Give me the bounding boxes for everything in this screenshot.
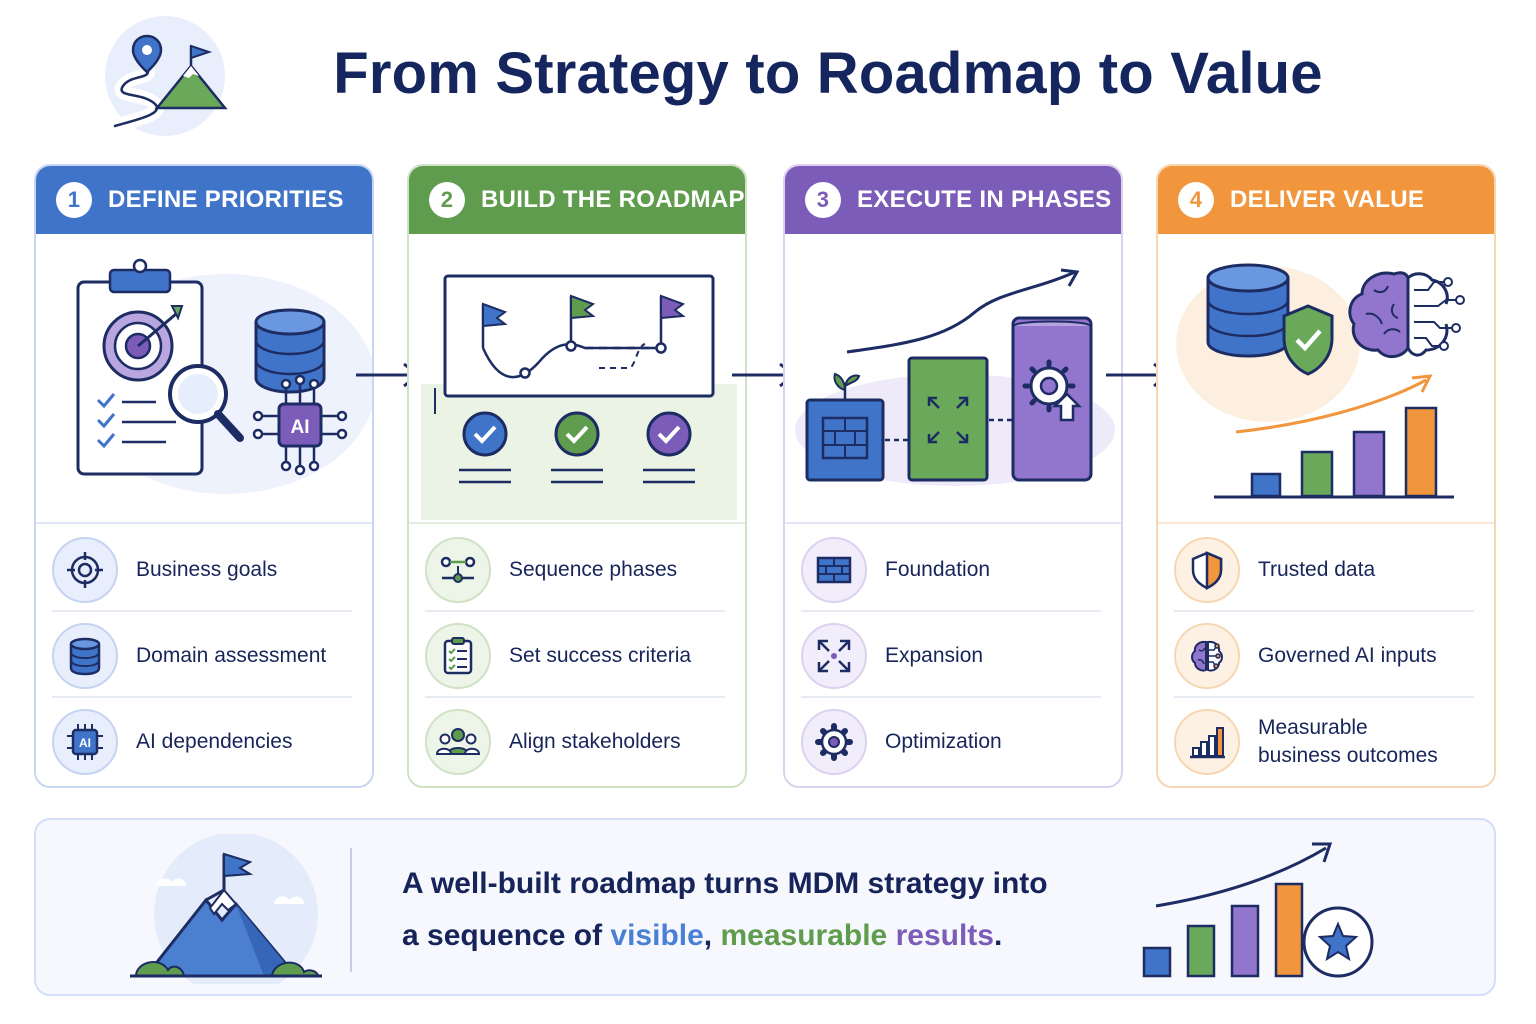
item-label: Align stakeholders xyxy=(509,730,681,753)
item-label: Set success criteria xyxy=(509,644,692,667)
ai-chip-icon: AI xyxy=(52,709,118,775)
list-item: AI AI dependencies xyxy=(52,702,352,782)
priorities-illustration: AI xyxy=(76,258,372,494)
chip-label: AI xyxy=(291,417,310,438)
stakeholders-icon xyxy=(425,709,491,775)
item-label: Sequence phases xyxy=(509,558,678,581)
brick-icon xyxy=(801,537,867,603)
item-list: Trusted data Governed AI inputs Measurab… xyxy=(1174,530,1474,786)
bar-chart-icon xyxy=(1174,709,1240,775)
summary-line-2: a sequence of visible, measurable result… xyxy=(402,910,1048,962)
summary-panel: A well-built roadmap turns MDM strategy … xyxy=(34,818,1496,996)
step-header: 2 BUILD THE ROADMAP xyxy=(409,166,745,234)
step-card-deliver-value: 4 DELIVER VALUE xyxy=(1156,164,1496,788)
step-number-badge: 3 xyxy=(805,182,841,218)
list-item: Align stakeholders xyxy=(425,702,725,782)
item-label: Domain assessment xyxy=(136,644,327,667)
brain-icon xyxy=(1348,271,1465,358)
summary-divider xyxy=(350,848,352,972)
gear-icon xyxy=(801,709,867,775)
list-item: Optimization xyxy=(801,702,1101,782)
item-label: Governed AI inputs xyxy=(1258,644,1437,667)
summary-prefix: a sequence of xyxy=(402,919,611,952)
step-title: BUILD THE ROADMAP xyxy=(481,186,745,213)
item-label: AI dependencies xyxy=(136,730,293,753)
database-icon xyxy=(254,308,326,394)
step-card-execute-phases: 3 EXECUTE IN PHASES xyxy=(783,164,1123,788)
checklist-icon xyxy=(425,623,491,689)
brain-icon xyxy=(1174,623,1240,689)
list-item: Sequence phases xyxy=(425,530,725,612)
step-header: 4 DELIVER VALUE xyxy=(1158,166,1494,234)
item-label-line-2: business outcomes xyxy=(1258,744,1438,767)
value-illustration xyxy=(1176,263,1465,499)
star-icon xyxy=(1317,921,1359,962)
item-label: Trusted data xyxy=(1258,558,1376,581)
sequence-icon xyxy=(425,537,491,603)
list-item: Expansion xyxy=(801,616,1101,698)
shield-icon xyxy=(1282,304,1334,376)
roadmap-board-icon xyxy=(443,274,715,398)
magnifier-icon xyxy=(168,364,244,442)
list-item: Measurable business outcomes xyxy=(1174,702,1474,782)
list-item: Set success criteria xyxy=(425,616,725,698)
summary-space xyxy=(887,919,895,952)
list-item: Business goals xyxy=(52,530,352,612)
expansion-block-icon xyxy=(907,356,989,482)
shield-icon xyxy=(1174,537,1240,603)
list-item: Foundation xyxy=(801,530,1101,612)
database-icon xyxy=(1206,263,1290,358)
bar-chart-icon xyxy=(1214,406,1454,499)
step-card-build-roadmap: 2 BUILD THE ROADMAP xyxy=(407,164,747,788)
step-header: 3 EXECUTE IN PHASES xyxy=(785,166,1121,234)
foundation-block-icon xyxy=(805,372,885,482)
step-card-define-priorities: 1 DEFINE PRIORITIES xyxy=(34,164,374,788)
target-icon xyxy=(102,305,184,382)
target-icon xyxy=(52,537,118,603)
item-label: Foundation xyxy=(885,558,991,581)
card-divider xyxy=(36,522,372,524)
list-item: Domain assessment xyxy=(52,616,352,698)
database-icon xyxy=(52,623,118,689)
summary-text: A well-built roadmap turns MDM strategy … xyxy=(402,858,1048,962)
item-label: Expansion xyxy=(885,644,984,667)
step-number-badge: 4 xyxy=(1178,182,1214,218)
growth-chart-icon xyxy=(1142,842,1374,978)
expand-icon xyxy=(801,623,867,689)
chip-label: AI xyxy=(79,736,91,750)
step-header: 1 DEFINE PRIORITIES xyxy=(36,166,372,234)
summary-line-1: A well-built roadmap turns MDM strategy … xyxy=(402,867,1048,900)
step-title: DELIVER VALUE xyxy=(1230,186,1425,213)
list-item: Trusted data xyxy=(1174,530,1474,612)
step-number-badge: 2 xyxy=(429,182,465,218)
summary-word-measurable: measurable xyxy=(720,919,888,952)
phases-illustration xyxy=(795,268,1115,486)
page-title: From Strategy to Roadmap to Value xyxy=(333,41,1323,106)
summary-word-visible: visible xyxy=(610,919,704,952)
roadmap-illustration xyxy=(421,274,737,520)
step-number-badge: 1 xyxy=(56,182,92,218)
summary-comma: , xyxy=(703,919,721,952)
summary-word-results: results xyxy=(895,919,994,952)
roadmap-logo-icon xyxy=(105,16,228,136)
summary-period: . xyxy=(993,919,1003,952)
list-item: Governed AI inputs xyxy=(1174,616,1474,698)
card-divider xyxy=(1158,522,1494,524)
check-badge-icon xyxy=(459,411,695,484)
step-title: EXECUTE IN PHASES xyxy=(857,186,1112,213)
item-list: Business goals Domain assessment AI AI d… xyxy=(52,530,352,786)
ai-chip-icon: AI xyxy=(252,374,348,476)
optimization-block-icon xyxy=(1011,316,1093,482)
item-label-line-1: Measurable xyxy=(1258,716,1368,739)
step-title: DEFINE PRIORITIES xyxy=(108,186,344,213)
item-list: Foundation Expansion Optimization xyxy=(801,530,1101,786)
card-divider xyxy=(409,522,745,524)
item-list: Sequence phases Set success criteria Ali… xyxy=(425,530,725,786)
item-label: Optimization xyxy=(885,730,1002,753)
card-divider xyxy=(785,522,1121,524)
mountain-flag-icon xyxy=(130,834,322,984)
item-label: Business goals xyxy=(136,558,278,581)
item-label: Measurable business outcomes xyxy=(1258,714,1438,770)
